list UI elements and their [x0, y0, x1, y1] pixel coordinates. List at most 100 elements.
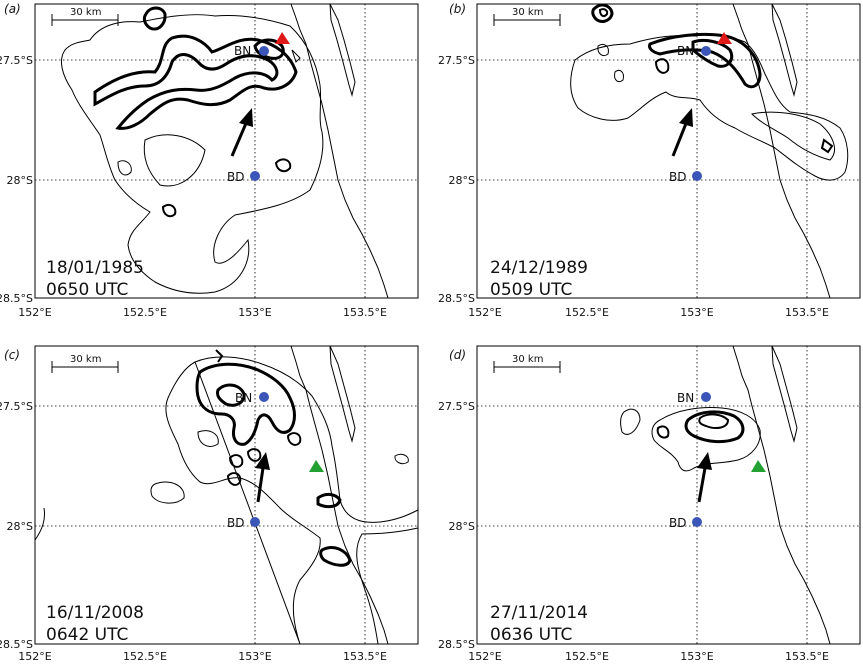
- triangle-icon: [275, 32, 290, 44]
- panel-frame: [476, 345, 861, 645]
- contour-small: [228, 454, 244, 468]
- contour-small: [291, 49, 301, 63]
- triangle-icon: [717, 32, 732, 44]
- lat-tick-label: 28.5°S: [438, 292, 475, 305]
- lon-tick-label: 152°E: [18, 306, 51, 319]
- contour-small: [820, 138, 834, 154]
- lon-tick-label: 153.5°E: [343, 306, 387, 319]
- contour-small: [620, 408, 641, 435]
- station-bn-icon: [701, 392, 711, 402]
- panel-date: 18/01/1985: [46, 258, 144, 278]
- panel-time: 0509 UTC: [490, 280, 572, 300]
- lat-tick-label: 28.5°S: [0, 292, 33, 305]
- contour-small: [117, 160, 132, 176]
- scale-bar-label: 30 km: [70, 354, 101, 365]
- scale-bar-label: 30 km: [512, 354, 543, 365]
- arrow-icon: [255, 452, 270, 470]
- panel-a: (a) BN BD 30 km 18/01/1985 0650 UTC 27.5…: [0, 2, 419, 319]
- panel-frame: [34, 3, 419, 299]
- lon-tick-label: 152°E: [468, 650, 501, 663]
- lon-tick-label: 153°E: [238, 650, 271, 663]
- scale-bar-label: 30 km: [70, 7, 101, 18]
- contour-small: [597, 43, 609, 57]
- panel-b: (b) BN BD 30 km 24/12/1989 0509 UTC 27.5…: [438, 2, 861, 319]
- arrow-shaft: [697, 467, 707, 503]
- contour-inner-lobe: [143, 134, 206, 187]
- arrow-shaft: [671, 120, 689, 157]
- station-bn-icon: [259, 46, 269, 56]
- contour-small: [614, 69, 624, 83]
- station-bn-label: BN: [234, 44, 251, 58]
- contour-40dbz: [93, 34, 298, 130]
- arrow-icon: [697, 452, 712, 470]
- contour-small: [274, 158, 292, 173]
- contour-small: [226, 472, 242, 486]
- station-bn-label: BN: [235, 391, 252, 405]
- lon-tick-label: 152.5°E: [123, 650, 167, 663]
- station-bn-label: BN: [677, 391, 694, 405]
- lat-tick-label: 27.5°S: [0, 400, 33, 413]
- coastline: [732, 3, 831, 299]
- contour-small: [751, 111, 835, 161]
- lon-tick-label: 153°E: [680, 650, 713, 663]
- contour-40dbz: [598, 8, 609, 18]
- station-bn-icon: [259, 392, 269, 402]
- lon-tick-label: 153.5°E: [785, 306, 829, 319]
- contour-30dbz: [651, 407, 761, 472]
- panel-frame: [34, 345, 419, 645]
- contour-small: [161, 204, 177, 218]
- contour-small: [215, 349, 224, 363]
- station-bd-icon: [692, 171, 702, 181]
- lat-tick-label: 28.5°S: [0, 638, 33, 651]
- contour-40dbz: [319, 546, 352, 567]
- station-bd-label: BD: [227, 516, 244, 530]
- coastline: [290, 345, 389, 645]
- panel-letter-a: (a): [4, 2, 21, 16]
- panel-time: 0636 UTC: [490, 625, 572, 645]
- panel-date: 24/12/1989: [490, 258, 588, 278]
- lon-tick-label: 153°E: [680, 306, 713, 319]
- lat-tick-label: 28°S: [449, 174, 475, 187]
- panel-frame: [476, 3, 861, 299]
- contour-small: [286, 432, 302, 446]
- station-bd-icon: [250, 517, 260, 527]
- contour-40dbz: [691, 38, 734, 68]
- contour-small: [34, 507, 45, 541]
- station-bd-label: BD: [669, 516, 686, 530]
- coastline-island: [329, 3, 356, 97]
- lon-tick-label: 152°E: [468, 306, 501, 319]
- lon-tick-label: 153°E: [238, 306, 271, 319]
- contour-40dbz: [698, 413, 730, 429]
- contour-30dbz: [570, 33, 849, 181]
- lat-tick-label: 27.5°S: [438, 400, 475, 413]
- lon-tick-label: 152.5°E: [565, 650, 609, 663]
- panel-time: 0642 UTC: [46, 625, 128, 645]
- lon-tick-label: 153.5°E: [785, 650, 829, 663]
- contour-40dbz: [142, 6, 167, 31]
- coastline: [290, 3, 389, 299]
- lat-tick-label: 28°S: [449, 520, 475, 533]
- panel-date: 27/11/2014: [490, 603, 588, 623]
- contour-small: [654, 58, 670, 74]
- panel-letter-d: (d): [449, 348, 466, 362]
- station-bd-icon: [250, 171, 260, 181]
- coastline: [732, 345, 831, 645]
- arrow-shaft: [230, 120, 249, 157]
- contour-small: [394, 453, 409, 465]
- panel-time: 0650 UTC: [46, 280, 128, 300]
- contour-small: [656, 425, 670, 439]
- panel-d: (d) BN BD 30 km 27/11/2014 0636 UTC 27.5…: [438, 345, 861, 663]
- panel-letter-c: (c): [4, 348, 20, 362]
- lat-tick-label: 28°S: [7, 174, 33, 187]
- triangle-icon: [309, 460, 324, 472]
- station-bn-icon: [701, 46, 711, 56]
- contour-small: [197, 430, 219, 447]
- lat-tick-label: 28°S: [7, 520, 33, 533]
- lon-tick-label: 152°E: [18, 650, 51, 663]
- panel-c: (c) BN BD 30 km 16/11/2008 06: [0, 345, 419, 663]
- panel-letter-b: (b): [449, 2, 466, 16]
- arrow-icon: [239, 108, 253, 127]
- station-bn-label: BN: [677, 44, 694, 58]
- arrow-shaft: [256, 467, 265, 503]
